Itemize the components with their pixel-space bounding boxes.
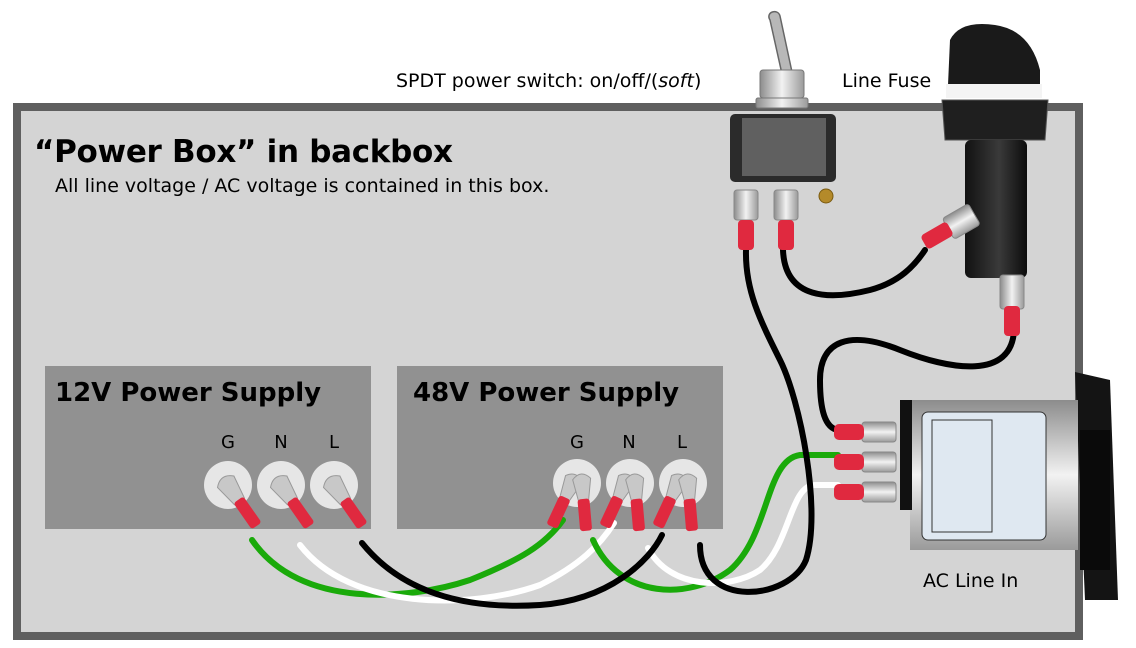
- wire-switch-fuse: [780, 247, 928, 299]
- wire-line-48v-switch: [697, 247, 815, 595]
- ring-terminal-12v-g: [216, 475, 261, 529]
- psu-12v: 12V Power Supply G N L: [45, 366, 371, 529]
- wire-ground-12v-48v: [249, 517, 566, 598]
- psu-48v-title: 48V Power Supply: [413, 378, 680, 408]
- ring-terminals-12v: [216, 475, 367, 529]
- psu-48v-terminal-n-label: N: [622, 432, 636, 453]
- psu-12v-terminal-n-label: N: [274, 432, 288, 453]
- psu-12v-terminal-l-label: L: [328, 432, 340, 453]
- switch-label-italic: soft: [658, 70, 694, 92]
- ring-terminals-48v: [547, 473, 698, 532]
- ring-terminal-12v-n: [269, 475, 314, 529]
- psu-48v-terminal-l-label: L: [676, 432, 688, 453]
- wires: [249, 247, 1017, 609]
- psu-12v-title: 12V Power Supply: [55, 378, 322, 408]
- switch-label-text: SPDT power switch: on/off/(: [396, 70, 659, 92]
- switch-label: SPDT power switch: on/off/(soft): [396, 70, 701, 92]
- diagram-subtitle: All line voltage / AC voltage is contain…: [55, 175, 550, 197]
- ring-terminal-12v-l: [322, 475, 367, 529]
- ring-terminal-48v-n-b: [625, 473, 645, 532]
- psu-48v-terminal-g-label: G: [570, 432, 584, 453]
- wire-fuse-ac: [816, 327, 1017, 433]
- fuse-holder-icon: [921, 24, 1049, 336]
- ac-inlet-emi-filter-icon: [834, 372, 1118, 600]
- wire-neutral-12v-48v: [297, 520, 617, 604]
- fuse-label: Line Fuse: [842, 70, 932, 92]
- psu-12v-terminal-g-label: G: [221, 432, 235, 453]
- diagram-title: “Power Box” in backbox: [34, 134, 453, 170]
- ac-line-in-label: AC Line In: [923, 570, 1019, 592]
- wire-ground-48v-ac: [590, 452, 841, 593]
- wire-line-12v-48v: [359, 532, 665, 609]
- switch-label-suffix: ): [693, 70, 702, 92]
- wire-neutral-48v-ac: [645, 482, 841, 586]
- ring-terminal-48v-l-b: [678, 473, 698, 532]
- ring-terminal-48v-g-b: [572, 473, 592, 532]
- toggle-switch-icon: [730, 10, 836, 250]
